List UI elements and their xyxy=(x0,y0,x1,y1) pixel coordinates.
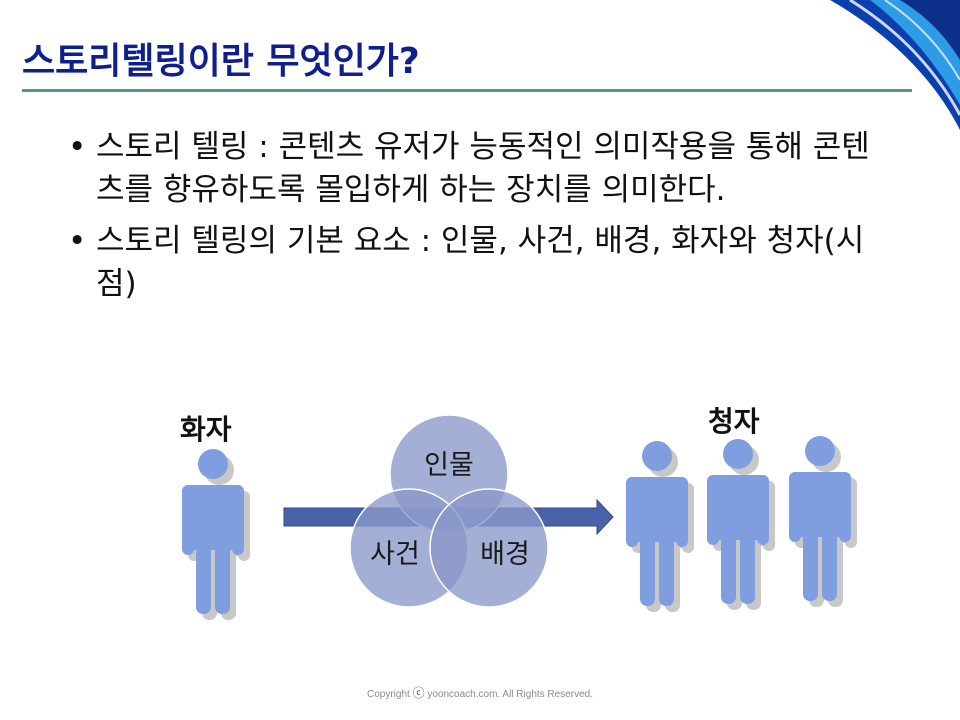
copyright-symbol-icon: ⓒ xyxy=(412,686,425,700)
bullet-item: • 스토리 텔링의 기본 요소 : 인물, 사건, 배경, 화자와 청자(시점) xyxy=(64,220,884,306)
speaker-figure xyxy=(182,449,250,620)
venn-circle-setting xyxy=(429,488,549,608)
copyright-text: yooncoach.com. All Rights Reserved. xyxy=(427,689,594,700)
listener-figure xyxy=(626,441,694,612)
listener-label: 청자 xyxy=(708,405,760,438)
bullet-glyph: • xyxy=(68,129,87,165)
venn-label-event: 사건 xyxy=(370,539,420,570)
venn-label-setting: 배경 xyxy=(480,539,530,570)
speaker-label: 화자 xyxy=(180,413,232,446)
title-divider xyxy=(22,89,912,92)
slide-title: 스토리텔링이란 무엇인가? xyxy=(22,41,420,82)
bullet-text: 스토리 텔링의 기본 요소 : 인물, 사건, 배경, 화자와 청자(시점) xyxy=(96,223,865,302)
venn-label-character: 인물 xyxy=(424,450,474,481)
bullet-text: 스토리 텔링 : 콘텐츠 유저가 능동적인 의미작용을 통해 콘텐츠를 향유하도… xyxy=(96,129,870,208)
corner-decoration xyxy=(830,0,960,130)
copyright-footer: Copyright ⓒ yooncoach.com. All Rights Re… xyxy=(0,684,960,701)
listener-figure xyxy=(707,439,775,610)
bullet-item: • 스토리 텔링 : 콘텐츠 유저가 능동적인 의미작용을 통해 콘텐츠를 향유… xyxy=(64,126,884,212)
venn-diagram: 인물 사건 배경 xyxy=(349,414,549,608)
bullet-glyph: • xyxy=(68,223,87,259)
bullet-list: • 스토리 텔링 : 콘텐츠 유저가 능동적인 의미작용을 통해 콘텐츠를 향유… xyxy=(64,126,884,314)
copyright-prefix: Copyright xyxy=(366,689,410,700)
listener-figure xyxy=(789,436,857,607)
